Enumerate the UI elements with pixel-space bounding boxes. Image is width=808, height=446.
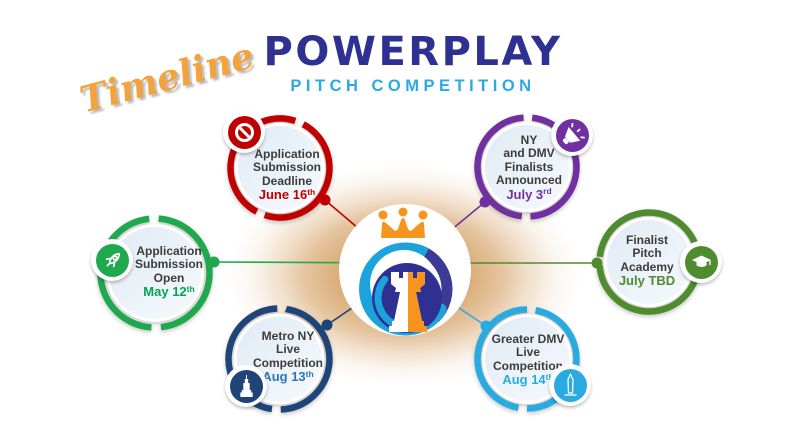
milestone-date: July TBD — [618, 273, 676, 288]
milestone-finalist-pitch-academy: Finalist Pitch Academy July TBD — [596, 209, 722, 315]
milestone-label: Live — [275, 342, 300, 356]
milestone-label: Open — [153, 270, 185, 285]
milestone-metro-ny-live-competition: Metro NY Live Competition Aug 13th — [225, 305, 333, 413]
powerplay-chess-logo — [320, 185, 490, 360]
milestone-label: Deadline — [261, 173, 312, 188]
empire-state-building-icon — [225, 365, 267, 407]
milestone-date: Aug 13th — [262, 368, 314, 384]
milestone-label: Finalist — [625, 232, 668, 247]
milestone-label: NY — [520, 132, 538, 147]
milestone-label: Live — [515, 345, 540, 359]
milestone-date: May 12th — [143, 283, 195, 299]
milestone-label: Announced — [496, 173, 562, 188]
no-entry-icon — [223, 111, 265, 153]
milestone-label: and DMV — [503, 146, 555, 161]
milestone-label: Metro NY — [261, 328, 315, 343]
milestone-label: Finalists — [504, 159, 554, 174]
milestone-label: Pitch — [632, 246, 662, 260]
milestone-application-submission-open: Application Submission Open May 12th — [91, 215, 213, 331]
milestone-label: Submission — [252, 160, 321, 174]
milestone-label: Academy — [620, 259, 674, 274]
graduation-cap-icon — [680, 241, 722, 283]
milestone-label: Greater DMV — [491, 331, 565, 346]
milestone-label: Competition — [493, 358, 563, 373]
brand-subtitle: PITCH COMPETITION — [290, 77, 536, 95]
milestone-label: Application — [136, 243, 202, 258]
crown-icon — [378, 207, 428, 238]
brand-block: POWERPLAY PITCH COMPETITION — [248, 29, 578, 96]
milestone-label: Submission — [134, 257, 203, 271]
milestone-label: Competition — [253, 355, 323, 370]
rocket-icon — [91, 239, 133, 281]
washington-monument-icon — [549, 364, 591, 406]
milestone-date: July 3rd — [506, 186, 552, 202]
milestone-ny-dmv-finalists-announced: NY and DMV Finalists Announced July 3rd — [474, 114, 593, 220]
megaphone-icon — [551, 114, 593, 156]
milestone-greater-dmv-live-competition: Greater DMV Live Competition Aug 14th — [474, 306, 591, 412]
milestone-application-submission-deadline: Application Submission Deadline June 16t… — [223, 111, 333, 221]
milestone-date: June 16th — [258, 186, 316, 202]
brand-title: POWERPLAY — [263, 29, 563, 75]
milestone-label: Application — [254, 146, 320, 161]
